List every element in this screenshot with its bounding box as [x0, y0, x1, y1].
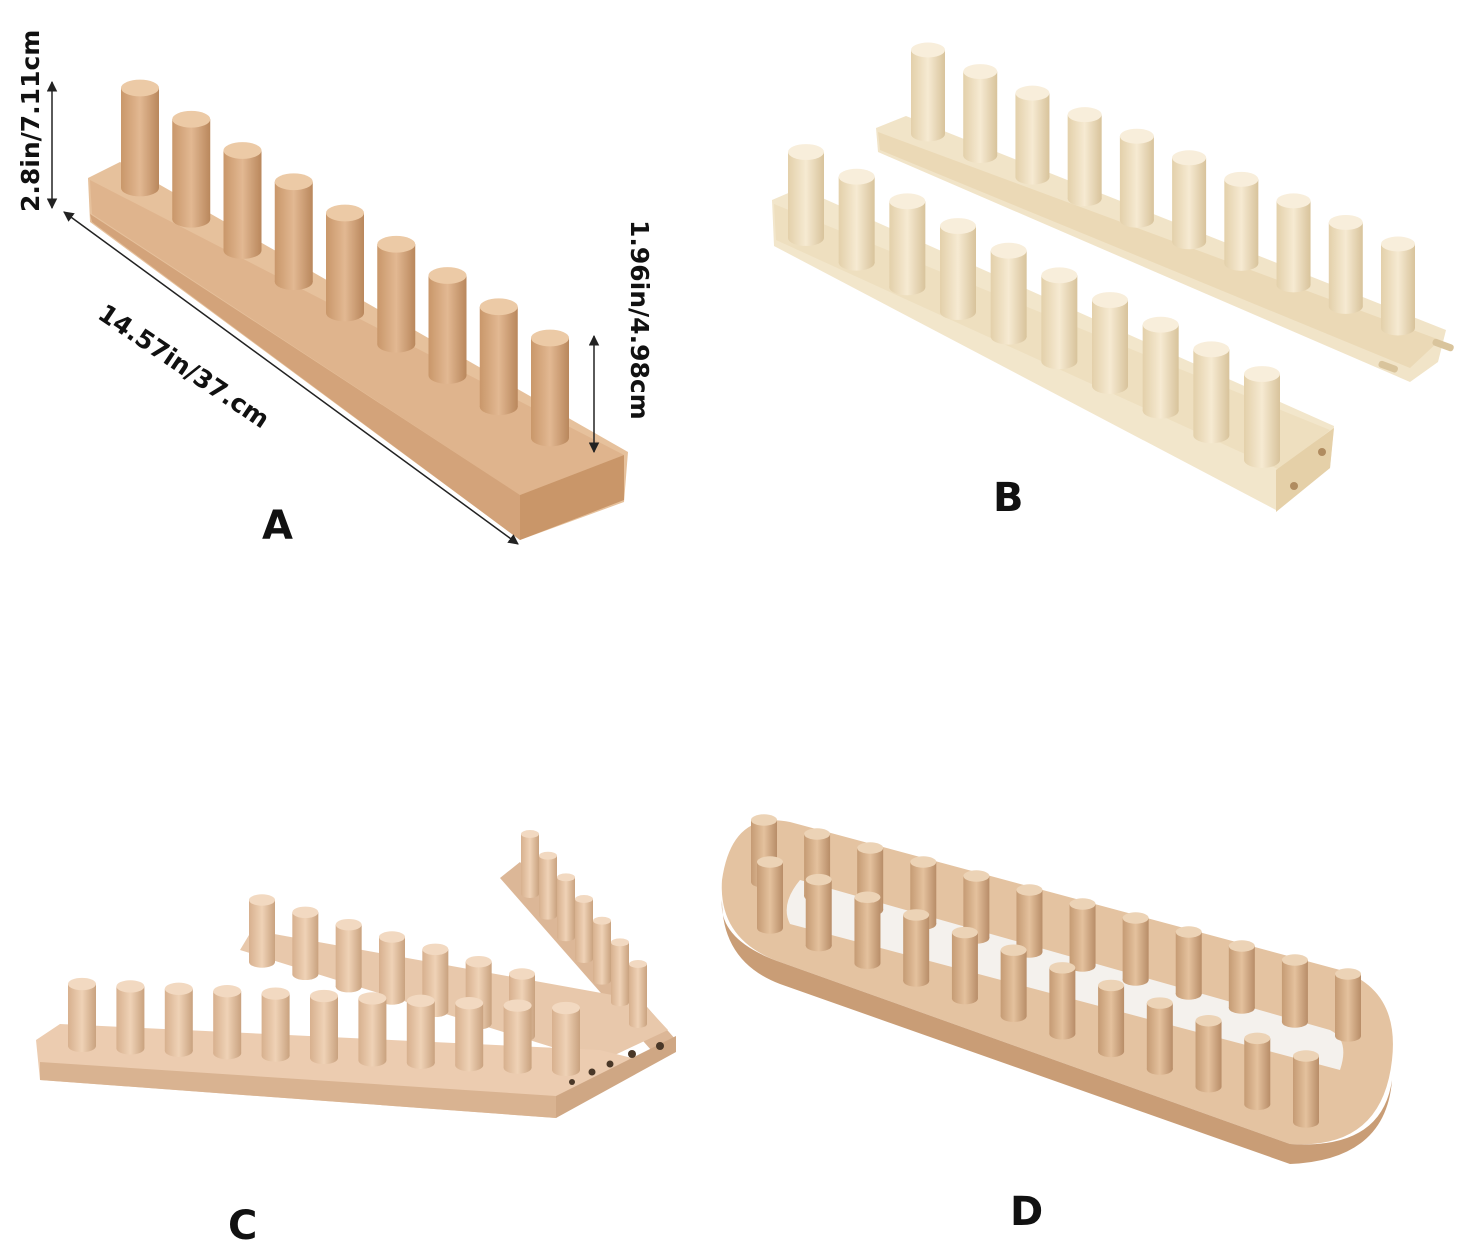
peg	[557, 873, 575, 942]
peg	[1281, 954, 1308, 1028]
peg	[1172, 150, 1207, 250]
length-arrow	[63, 211, 519, 545]
panel-a-loom	[88, 79, 628, 540]
panel-d-letter: D	[1010, 1189, 1044, 1235]
peg	[1193, 341, 1230, 444]
peg	[990, 242, 1027, 345]
height-dimension-label: 2.8in/7.11cm	[16, 29, 45, 212]
peg	[223, 142, 262, 259]
peg	[854, 891, 881, 969]
peg	[428, 267, 467, 384]
peg	[903, 909, 930, 987]
peg	[1049, 962, 1076, 1040]
peg	[292, 906, 319, 981]
peg	[1276, 193, 1311, 293]
peg	[1119, 128, 1154, 228]
peg	[838, 168, 875, 271]
peg	[406, 994, 435, 1069]
peg	[552, 1001, 580, 1077]
peg	[213, 985, 242, 1060]
peg-height-dimension-label: 1.96in/4.98cm	[625, 220, 654, 420]
peg	[335, 918, 362, 993]
peg	[261, 987, 290, 1062]
panel-d-pegs	[751, 814, 1361, 1128]
peg	[249, 894, 275, 968]
peg	[1328, 214, 1363, 314]
peg	[116, 980, 145, 1055]
peg	[1228, 940, 1255, 1014]
peg	[951, 926, 978, 1005]
peg	[1244, 1032, 1271, 1111]
peg	[1000, 944, 1027, 1022]
peg	[172, 110, 211, 228]
peg	[1175, 926, 1202, 1000]
peg	[1098, 979, 1125, 1058]
peg	[788, 144, 824, 246]
peg	[377, 235, 416, 353]
peg	[963, 64, 998, 164]
panel-a-letter: A	[262, 503, 293, 549]
peg	[889, 193, 926, 296]
peg	[629, 960, 647, 1028]
peg	[1244, 366, 1280, 468]
peg	[1146, 997, 1173, 1075]
peg	[1067, 107, 1102, 207]
panel-a-dimension-arrows	[46, 80, 600, 545]
peg	[1293, 1050, 1319, 1128]
peg	[358, 992, 387, 1067]
panel-b-pegs	[788, 42, 1415, 468]
peg	[1335, 968, 1361, 1042]
peg	[1016, 884, 1043, 958]
panel-d-loom	[721, 814, 1393, 1164]
peg	[68, 977, 96, 1053]
peg	[379, 931, 405, 1005]
peg	[1122, 912, 1149, 986]
panel-b-letter: B	[993, 475, 1024, 521]
peg	[326, 204, 364, 322]
peg	[310, 989, 338, 1065]
panel-c-loom	[36, 830, 676, 1118]
panel-c-letter: C	[228, 1203, 258, 1249]
peg	[503, 999, 532, 1074]
peg	[940, 218, 976, 320]
peg	[479, 298, 518, 416]
peg	[1224, 171, 1259, 271]
panel-b-loom	[772, 42, 1454, 512]
peg	[1069, 898, 1096, 972]
peg	[1041, 267, 1078, 370]
peg	[805, 873, 832, 952]
peg	[1381, 236, 1415, 336]
peg	[593, 916, 611, 985]
peg	[274, 173, 313, 291]
peg	[164, 982, 193, 1057]
peg	[455, 997, 484, 1072]
peg	[1195, 1015, 1222, 1093]
peg	[575, 895, 593, 963]
peg	[531, 329, 569, 447]
peg	[757, 856, 783, 934]
peg	[611, 938, 629, 1007]
peg	[539, 851, 557, 920]
peg	[1142, 316, 1179, 419]
peg	[911, 42, 945, 142]
peg	[1092, 292, 1128, 394]
peg	[521, 830, 539, 898]
panel-c-pegs	[68, 830, 647, 1077]
peg	[1015, 85, 1050, 185]
peg	[121, 79, 159, 197]
